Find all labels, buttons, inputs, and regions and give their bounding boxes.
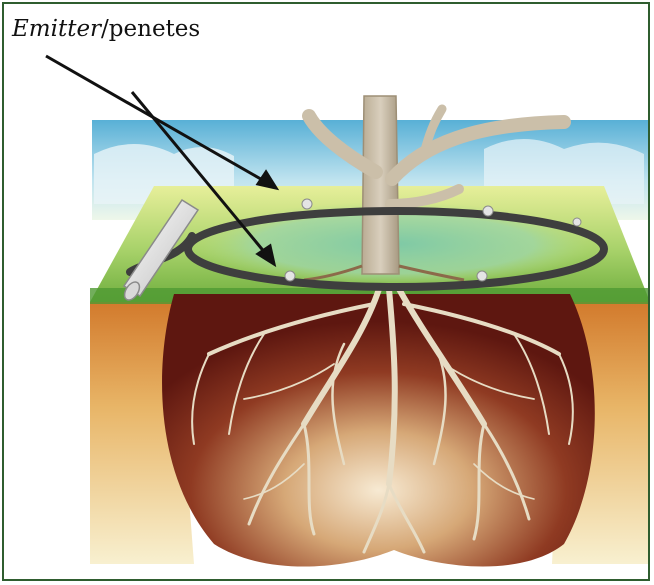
root-zone-bulb [162,294,595,567]
emitter-dot-icon [302,199,312,209]
drip-irrigation-illustration [4,4,650,581]
emitter-dot-icon [477,271,487,281]
emitter-dot-icon [573,218,581,226]
emitter-dot-icon [285,271,295,281]
emitter-dot-icon [483,206,493,216]
